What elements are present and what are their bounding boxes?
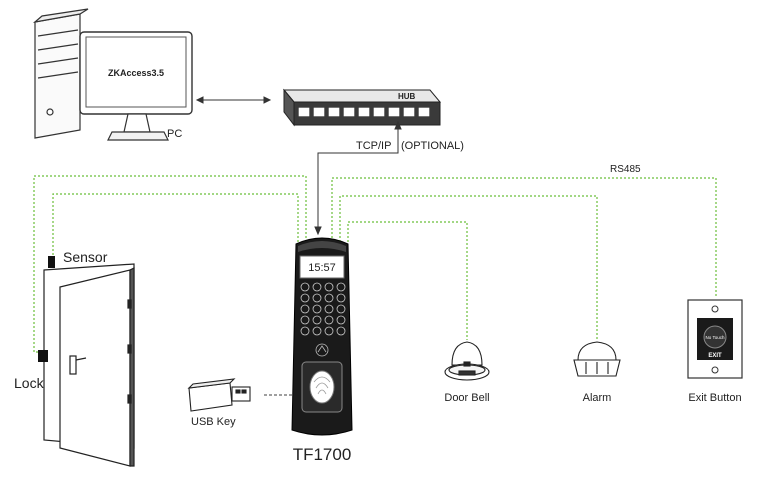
tcpip-cable [314,120,402,236]
alarm-label: Alarm [583,392,612,404]
door-bell-label: Door Bell [444,392,489,404]
rs485-wire [331,177,717,296]
network-hub [282,88,442,127]
pc-label: PC [167,128,182,140]
sensor-wire [52,193,299,266]
exit-plate-text: No Touch [706,335,725,340]
door [43,263,135,467]
rs485-label: RS485 [610,164,641,175]
lock-label: Lock [14,375,45,391]
device-time: 15:57 [308,262,336,274]
sensor-label: Sensor [63,249,108,265]
pc-monitor [79,31,193,141]
doorbell-wire [347,221,468,340]
device-label: TF1700 [293,445,352,464]
alarm-wire [339,195,598,340]
software-name: ZKAccess3.5 [108,68,164,78]
lock-wire [33,175,307,353]
door-sensor [48,256,55,268]
door-bell [444,341,490,381]
tf1700-device [291,237,353,436]
tcpip-label: TCP/IP [356,140,391,152]
door-lock [38,350,48,362]
exit-button [687,299,743,379]
exit-plate-caption: EXIT [708,353,722,359]
pc-tower [32,8,89,139]
hub-label: HUB [398,92,416,101]
wiring [33,175,717,396]
usb-key-label: USB Key [191,416,236,428]
optional-label: (OPTIONAL) [401,140,464,152]
usb-key [187,378,251,412]
alarm [573,341,621,377]
pc-hub-link [195,96,272,104]
exit-button-label: Exit Button [688,392,741,404]
